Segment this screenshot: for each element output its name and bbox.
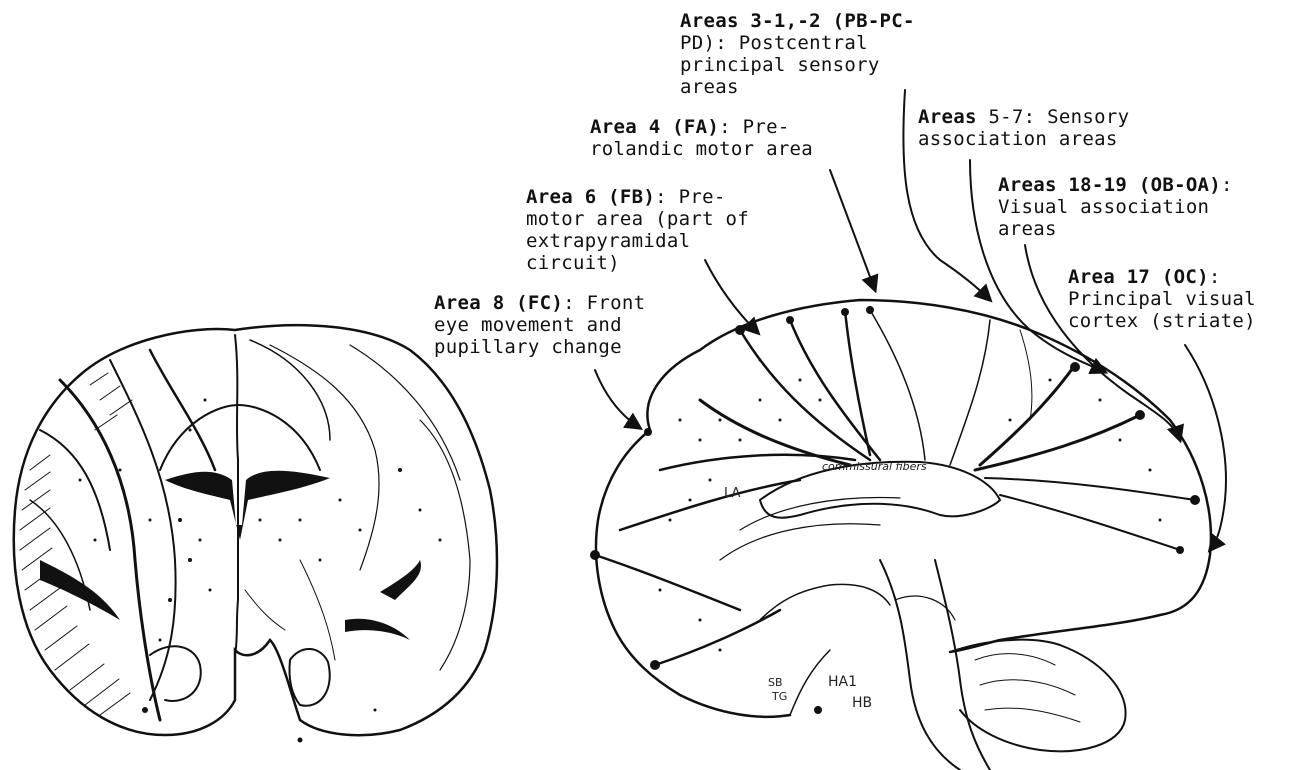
label-areas-18-19-line-1: Visual association xyxy=(998,196,1209,218)
la-label: LA xyxy=(724,486,740,501)
label-areas-5-7-heading: Areas xyxy=(918,106,977,128)
label-area-17-line-1: Principal visual xyxy=(1068,288,1256,310)
tg-label: TG xyxy=(772,690,787,703)
label-areas-3-1-2-line-3: areas xyxy=(680,76,739,98)
label-area-6-line-3: circuit) xyxy=(526,252,620,274)
label-area-17: Area 17 (OC): Principal visual cortex (s… xyxy=(1068,266,1256,332)
label-areas-18-19-line-2: areas xyxy=(998,218,1057,240)
label-areas-5-7-rest: 5-7: Sensory xyxy=(977,106,1130,128)
label-areas-18-19-rest: : xyxy=(1221,174,1233,196)
arrow-area-8 xyxy=(595,370,640,428)
label-area-4-line-1: rolandic motor area xyxy=(590,138,813,160)
label-area-6: Area 6 (FB): Pre- motor area (part of ex… xyxy=(526,186,749,274)
label-area-8: Area 8 (FC): Front eye movement and pupi… xyxy=(434,292,645,358)
label-areas-3-1-2: Areas 3-1,-2 (PB-PC- PD): Postcentral pr… xyxy=(680,10,915,98)
commissural-fibers-label: commissural fibers xyxy=(822,460,927,473)
sb-label: SB xyxy=(768,676,783,689)
label-area-17-heading: Area 17 (OC) xyxy=(1068,266,1209,288)
label-areas-5-7: Areas 5-7: Sensory association areas xyxy=(918,106,1129,150)
hb-label: HB xyxy=(852,695,872,711)
label-areas-18-19-heading: Areas 18-19 (OB-OA) xyxy=(998,174,1221,196)
arrow-area-4 xyxy=(830,170,875,290)
label-area-4-heading: Area 4 (FA) xyxy=(590,116,719,138)
ha1-label: HA1 xyxy=(828,674,857,690)
label-area-17-rest: : xyxy=(1209,266,1221,288)
label-area-8-rest: : Front xyxy=(563,292,645,314)
label-area-6-rest: : Pre- xyxy=(655,186,725,208)
label-areas-3-1-2-heading: Areas 3-1,-2 (PB-PC- xyxy=(680,10,915,32)
label-area-6-heading: Area 6 (FB) xyxy=(526,186,655,208)
label-area-8-heading: Area 8 (FC) xyxy=(434,292,563,314)
label-area-8-line-1: eye movement and xyxy=(434,314,622,336)
label-areas-3-1-2-line-2: principal sensory xyxy=(680,54,880,76)
label-area-8-line-2: pupillary change xyxy=(434,336,622,358)
label-areas-5-7-line-1: association areas xyxy=(918,128,1118,150)
label-area-4-rest: : Pre- xyxy=(719,116,789,138)
label-area-4: Area 4 (FA): Pre- rolandic motor area xyxy=(590,116,813,160)
arrow-area-17 xyxy=(1185,345,1226,550)
label-area-6-line-2: extrapyramidal xyxy=(526,230,690,252)
coronal-brain-section xyxy=(14,325,497,742)
label-areas-18-19: Areas 18-19 (OB-OA): Visual association … xyxy=(998,174,1233,240)
label-areas-3-1-2-line-1: PD): Postcentral xyxy=(680,32,868,54)
label-area-17-line-2: cortex (striate) xyxy=(1068,310,1256,332)
label-area-6-line-1: motor area (part of xyxy=(526,208,749,230)
